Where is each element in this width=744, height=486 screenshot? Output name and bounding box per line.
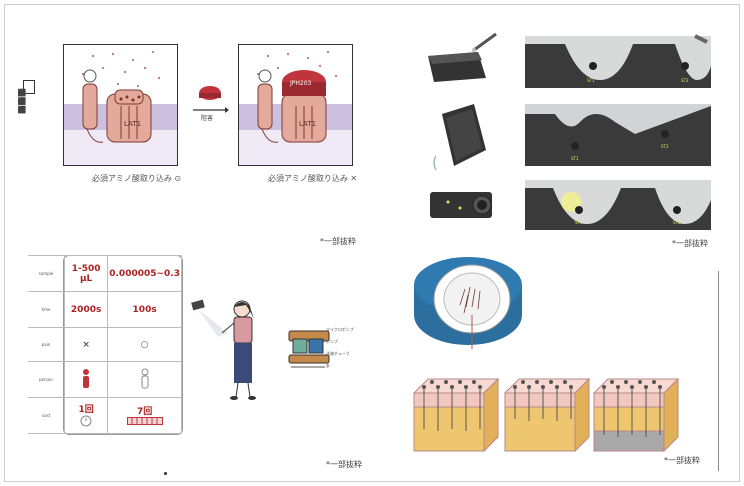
svg-text:ST1: ST1 <box>571 156 579 161</box>
person-icon-cell <box>63 361 109 398</box>
table-cell: × <box>63 327 109 362</box>
skin-block-2 <box>503 377 591 453</box>
table-cell: ○ <box>107 327 182 362</box>
device-label: マイクロポンプ <box>326 327 354 332</box>
caption-right: 必須アミノ酸取り込み ✕ <box>268 174 358 183</box>
person-icon <box>83 368 90 388</box>
excerpt-note-tr: *一部抜粋 <box>672 239 708 248</box>
panel-bottom-left: sample 1-500 µL 0.000005~0.3 time 2000s … <box>0 243 372 486</box>
microneedle-patch-illustration <box>414 257 522 349</box>
cross-section-1: ST1 ST2 <box>525 34 711 88</box>
panel-bottom-right: *一部抜粋 <box>372 243 744 486</box>
figure-frame <box>4 4 740 482</box>
cross-section-2: ST1 ST2 <box>525 104 711 166</box>
table-cell: 7回 <box>107 397 182 434</box>
lat1-label-right: LAT1 <box>299 120 316 128</box>
panel-top-left: LAT1 必須アミノ酸取り込み ⊙ 阻害 JPH203 <box>0 0 372 246</box>
cell-value: 1回 <box>78 405 94 415</box>
excerpt-note-tl: *一部抜粋 <box>320 237 356 246</box>
table-row: cost 1回 7回 <box>28 397 182 434</box>
device-label: 送液チューブ <box>326 351 350 356</box>
calendar-icon <box>126 417 163 425</box>
lat1-active-diagram: LAT1 <box>63 44 178 166</box>
lat1-label-left: LAT1 <box>124 120 141 128</box>
svg-text:ST2: ST2 <box>673 220 681 225</box>
skin-block-3 <box>592 377 680 453</box>
cell-value: 7回 <box>136 407 153 417</box>
table-cell: 1回 <box>63 397 109 434</box>
table-row: sample 1-500 µL 0.000005~0.3 <box>28 255 182 292</box>
excerpt-note-br: *一部抜粋 <box>664 456 700 465</box>
divider-line <box>718 271 719 471</box>
table-cell: 100s <box>107 291 182 328</box>
side-marker-text: ⬛⬛⬛ <box>18 88 26 114</box>
panel-top-right: ST1 ST2 ST1 ST2 ST1 ST2 *一部抜粋 <box>372 0 744 248</box>
svg-text:ST1: ST1 <box>587 78 595 83</box>
device-label: 針 <box>326 363 330 368</box>
person-with-phone-illustration <box>191 299 256 400</box>
row-label: time <box>28 291 65 328</box>
device-tilted-illustration <box>433 104 486 171</box>
person-outline-icon <box>141 368 149 388</box>
inhibitor-arrow <box>193 86 229 113</box>
excerpt-note-bl: *一部抜粋 <box>326 460 362 469</box>
row-label: person <box>28 361 65 398</box>
table-cell: 0.000005~0.3 <box>107 255 182 292</box>
svg-text:ST2: ST2 <box>661 144 669 149</box>
clock-icon <box>80 415 92 427</box>
caption-left: 必須アミノ酸取り込み ⊙ <box>92 174 182 183</box>
dot-marker <box>164 472 167 475</box>
comparison-table: sample 1-500 µL 0.000005~0.3 time 2000s … <box>28 255 182 434</box>
arrow-label: 阻害 <box>201 115 214 122</box>
table-row: person <box>28 361 182 398</box>
row-label: sample <box>28 255 65 292</box>
device-flat-illustration <box>428 32 497 82</box>
device-lit-illustration <box>430 192 492 218</box>
row-label: pain <box>28 327 65 362</box>
table-row: time 2000s 100s <box>28 291 182 328</box>
side-marker-box <box>23 80 35 94</box>
svg-text:ST2: ST2 <box>681 78 689 83</box>
skin-block-1 <box>412 377 500 453</box>
table-row: pain × ○ <box>28 327 182 362</box>
table-cell: 2000s <box>63 291 109 328</box>
row-label: cost <box>28 397 65 434</box>
cross-section-3: ST1 ST2 <box>525 180 711 230</box>
person-outline-icon-cell <box>107 361 182 398</box>
wrist-device-illustration <box>288 330 330 368</box>
table-cell: 1-500 µL <box>63 255 109 292</box>
svg-text:ST1: ST1 <box>575 220 583 225</box>
device-label: ポンプ <box>326 339 338 344</box>
lat1-blocked-diagram: JPH203 LAT1 <box>238 44 353 166</box>
inhibitor-label: JPH203 <box>289 80 312 87</box>
